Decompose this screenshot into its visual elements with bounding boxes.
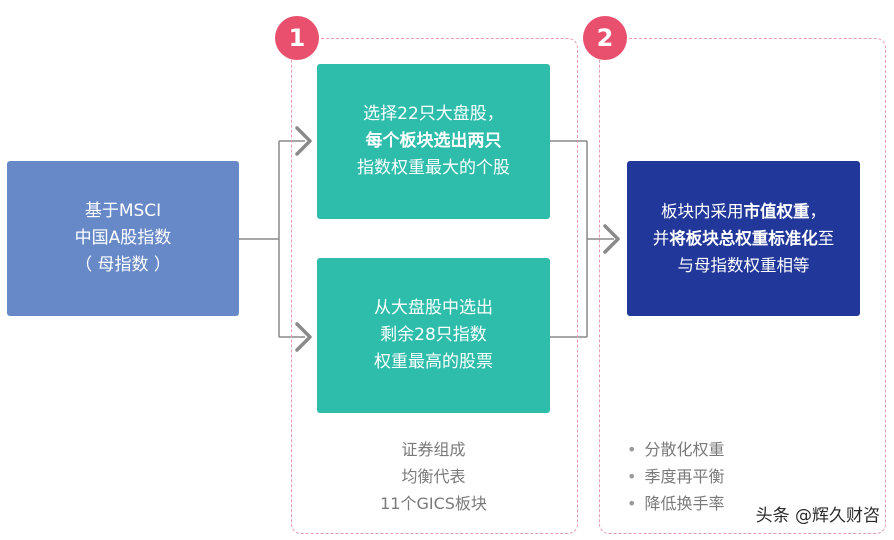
step1-bottom-box: 从大盘股中选出 剩余28只指数 权重最高的股票: [317, 258, 550, 413]
bullet-dot-icon: •: [627, 440, 637, 459]
text-segment: 至: [817, 229, 835, 248]
caption-line: 11个GICS板块: [380, 494, 487, 513]
text-segment: 板块内采用: [661, 202, 744, 221]
bullet-text: 降低换手率: [644, 494, 725, 513]
source-line: 中国A股指数: [74, 228, 172, 248]
step2-line1: 板块内采用市值权重，: [661, 198, 826, 225]
caption-line: 均衡代表: [401, 467, 466, 486]
bullet-text: 分散化权重: [644, 440, 725, 459]
text-segment: ，: [809, 202, 827, 221]
step2-line2: 并将板块总权重标准化至: [653, 225, 835, 252]
step1-top-line: 选择22只大盘股，: [363, 104, 504, 124]
step2-line3: 与母指数权重相等: [677, 256, 810, 275]
text-segment: 并: [652, 229, 670, 248]
bullet-text: 季度再平衡: [644, 467, 725, 486]
step1-bottom-line: 剩余28只指数: [380, 325, 487, 345]
source-line: （ 母指数 ）: [75, 255, 171, 275]
step1-panel: [291, 38, 578, 534]
step2-weighting-box: 板块内采用市值权重， 并将板块总权重标准化至 与母指数权重相等: [627, 161, 860, 316]
step2-badge: 2: [583, 16, 627, 60]
arrow-head-icon: [295, 322, 312, 352]
step1-caption: 证券组成 均衡代表 11个GICS板块: [317, 436, 550, 517]
bullet-dot-icon: •: [627, 467, 637, 486]
bullet-item: • 分散化权重: [627, 436, 724, 463]
bold-segment: 将板块总权重标准化: [669, 229, 818, 248]
step1-badge: 1: [275, 16, 319, 60]
arrow-head-icon: [295, 126, 312, 156]
arrow-head-icon: [603, 224, 620, 254]
bold-segment: 市值权重: [743, 202, 810, 221]
step2-panel: [599, 38, 886, 534]
watermark: 头条 @辉久财咨: [755, 506, 880, 526]
source-line: 基于MSCI: [84, 201, 162, 221]
bullet-item: • 季度再平衡: [627, 463, 724, 490]
step1-bottom-line: 权重最高的股票: [374, 352, 493, 372]
step1-top-box: 选择22只大盘股， 每个板块选出两只 指数权重最大的个股: [317, 64, 550, 219]
source-index-box: 基于MSCI 中国A股指数 （ 母指数 ）: [7, 161, 239, 316]
step1-top-line: 指数权重最大的个股: [357, 158, 510, 178]
caption-line: 证券组成: [401, 440, 466, 459]
bullet-item: • 降低换手率: [627, 490, 724, 517]
step1-top-bold-line: 每个板块选出两只: [365, 131, 502, 151]
step1-bottom-line: 从大盘股中选出: [374, 298, 493, 318]
bullet-dot-icon: •: [627, 494, 637, 513]
step2-bullet-list: • 分散化权重 • 季度再平衡 • 降低换手率: [627, 436, 724, 517]
